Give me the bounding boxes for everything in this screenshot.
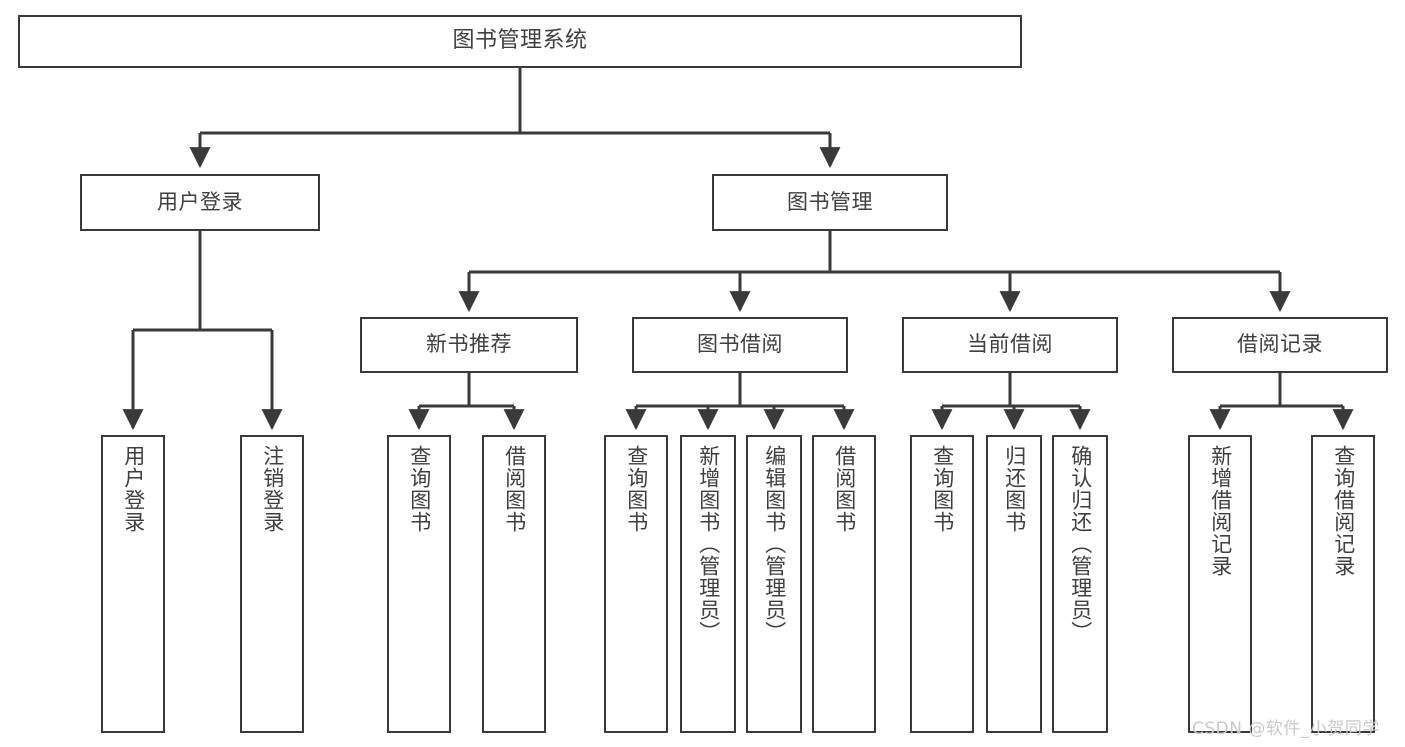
leaf-node-label: 查询图书 xyxy=(930,445,955,533)
node-current-borrow-label: 当前借阅 xyxy=(967,332,1053,357)
leaf-node-label: 查询图书 xyxy=(407,445,432,533)
leaf-node-label: 查询图书 xyxy=(624,445,649,533)
leaf-node-label: 借阅图书 xyxy=(832,445,857,533)
node-user-login-label: 用户登录 xyxy=(157,189,243,214)
node-current-borrow[interactable]: 当前借阅 xyxy=(902,317,1118,373)
node-book-borrow[interactable]: 图书借阅 xyxy=(632,317,848,373)
node-book-management-label: 图书管理 xyxy=(787,189,873,214)
leaf-node-label: 新增图书（管理员） xyxy=(696,445,721,643)
node-new-book-recommend[interactable]: 新书推荐 xyxy=(360,317,578,373)
leaf-node[interactable]: 查询图书 xyxy=(387,435,451,733)
leaf-node-label: 注销登录 xyxy=(260,445,285,533)
leaf-node-label: 归还图书 xyxy=(1002,445,1027,533)
leaf-node[interactable]: 借阅图书 xyxy=(812,435,876,733)
leaf-node[interactable]: 查询图书 xyxy=(910,435,974,733)
leaf-node[interactable]: 新增借阅记录 xyxy=(1188,435,1252,733)
node-new-book-recommend-label: 新书推荐 xyxy=(426,332,512,357)
leaf-node[interactable]: 注销登录 xyxy=(240,435,304,733)
leaf-node[interactable]: 查询借阅记录 xyxy=(1311,435,1375,733)
node-borrow-records-label: 借阅记录 xyxy=(1237,332,1323,357)
node-book-management[interactable]: 图书管理 xyxy=(712,174,948,231)
leaf-node[interactable]: 查询图书 xyxy=(604,435,668,733)
node-user-login[interactable]: 用户登录 xyxy=(80,174,320,231)
leaf-node[interactable]: 新增图书（管理员） xyxy=(680,435,736,733)
node-root-label: 图书管理系统 xyxy=(452,28,588,54)
leaf-node[interactable]: 归还图书 xyxy=(986,435,1042,733)
node-book-borrow-label: 图书借阅 xyxy=(697,332,783,357)
leaf-node-label: 用户登录 xyxy=(121,445,146,533)
leaf-node[interactable]: 编辑图书（管理员） xyxy=(746,435,802,733)
leaf-node[interactable]: 确认归还（管理员） xyxy=(1052,435,1108,733)
leaf-node-label: 确认归还（管理员） xyxy=(1068,445,1093,643)
leaf-node-label: 借阅图书 xyxy=(502,445,527,533)
node-borrow-records[interactable]: 借阅记录 xyxy=(1172,317,1388,373)
leaf-node-label: 编辑图书（管理员） xyxy=(762,445,787,643)
leaf-node[interactable]: 借阅图书 xyxy=(482,435,546,733)
leaf-node[interactable]: 用户登录 xyxy=(101,435,165,733)
csdn-watermark: CSDN @软件_小贺同学 xyxy=(1192,719,1380,739)
leaf-node-label: 查询借阅记录 xyxy=(1331,445,1356,577)
node-root[interactable]: 图书管理系统 xyxy=(18,15,1022,68)
leaf-node-label: 新增借阅记录 xyxy=(1208,445,1233,577)
